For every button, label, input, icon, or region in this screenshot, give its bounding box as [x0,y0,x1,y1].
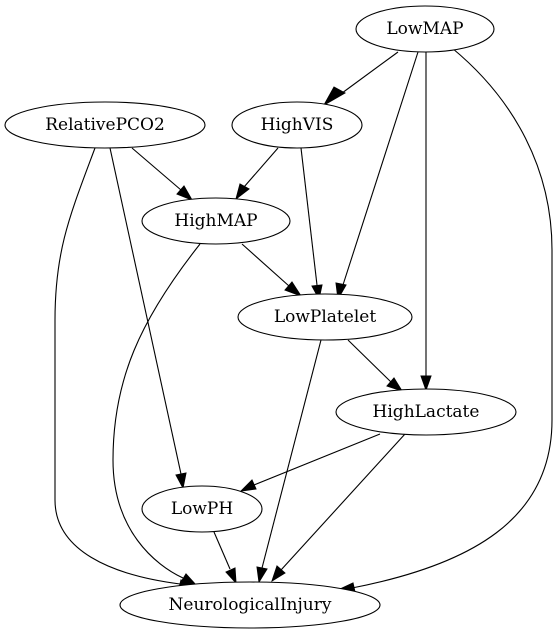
edge-relativepco2-lowph [109,147,187,490]
edge-lowplatelet-neurologicalinjury [256,339,322,584]
node-label: HighMAP [174,211,257,231]
node-lowplatelet[interactable]: LowPlatelet [237,293,413,341]
node-relativepco2[interactable]: RelativePCO2 [4,101,206,149]
edge-lowph-neurologicalinjury [213,531,237,585]
node-neurologicalinjury[interactable]: NeurologicalInjury [119,581,381,629]
node-highvis[interactable]: HighVIS [231,101,363,149]
edge-highmap-lowplatelet [241,243,303,297]
node-label: LowPH [171,499,233,519]
node-label: HighVIS [261,115,334,135]
edge-relativepco2-highmap [131,147,194,201]
edge-lowmap-highvis [322,51,399,107]
edge-highlactate-lowph [239,433,381,492]
edge-lowmap-highlactate [420,52,432,392]
nodes: LowMAP RelativePCO2 HighVIS HighMAP LowP… [4,5,517,629]
node-lowph[interactable]: LowPH [141,485,263,533]
edge-lowplatelet-highlactate [347,339,404,392]
edge-highlactate-neurologicalinjury [271,433,406,583]
node-label: LowPlatelet [274,307,376,327]
node-label: NeurologicalInjury [169,595,332,615]
edge-highvis-lowplatelet [300,147,323,301]
edge-highvis-highmap [235,147,279,201]
node-highmap[interactable]: HighMAP [141,197,291,245]
node-label: HighLactate [373,402,480,422]
node-lowmap[interactable]: LowMAP [355,5,495,53]
node-highlactate[interactable]: HighLactate [335,388,517,436]
node-label: RelativePCO2 [45,115,165,135]
edge-highmap-neurologicalinjury [112,243,201,586]
node-label: LowMAP [386,19,463,39]
